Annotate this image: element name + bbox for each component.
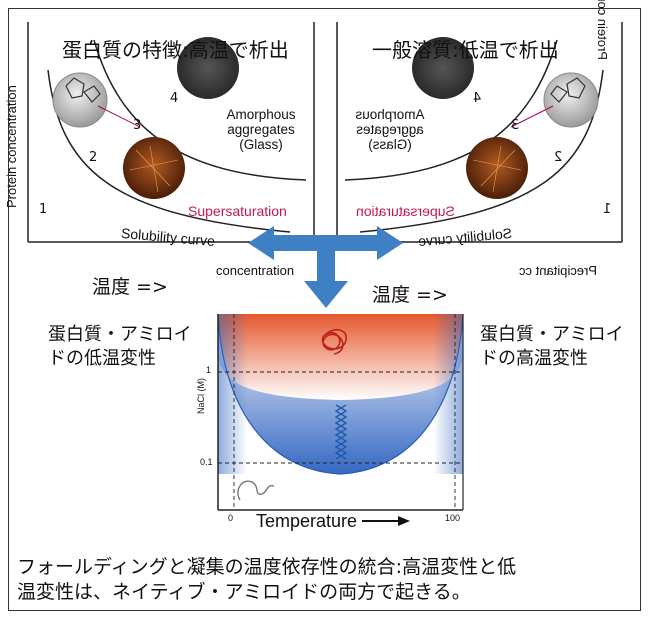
low-temp-denaturation-label: 蛋白質・アミロイ ドの低温変性 [48,324,192,369]
temperature-label-left: 温度 => [92,276,168,298]
right-amorphous-label: Amorphous aggregates (Glass) [355,107,425,152]
unfolded-chain-glyph [237,480,275,501]
temperature-axis-label: Temperature [256,511,358,531]
right-region-1: 1 [603,202,612,217]
left-y-axis-label: Protein concentration [4,85,19,208]
left-supersaturation-label: Supersaturation [188,203,287,219]
x-tick-0: 0 [228,513,234,523]
right-x-axis-label: Precipitant cc [519,263,598,278]
right-y-axis-label: Protein concentration [595,0,610,60]
temperature-arrow [248,226,403,308]
left-panel-title: 蛋白質の特徴:高温で析出 [62,38,289,62]
caption-line-1: フォールディングと凝集の温度依存性の統合:高温変性と低 [17,556,517,578]
right-glass-aggregate-image [412,37,474,99]
left-amorphous-label: Amorphous aggregates (Glass) [226,107,296,152]
y-tick-0.1: 0.1 [200,457,213,467]
caption: フォールディングと凝集の温度依存性の統合:高温変性と低 温変性は、ネイティブ・ア… [17,555,516,605]
temperature-label-right: 温度 => [372,284,448,306]
left-region-1: 1 [39,202,48,217]
right-region-3: 3 [511,118,520,133]
nacl-axis-label: NaCl (M) [196,378,206,414]
caption-line-2: 温変性は、ネイティブ・アミロイドの両方で起きる。 [17,581,471,603]
left-region-2: 2 [89,150,98,165]
y-tick-1: 1 [206,365,212,375]
left-region-3: 3 [133,118,142,133]
high-temp-denaturation-label: 蛋白質・アミロイ ドの高温変性 [480,324,624,369]
right-region-4: 4 [473,91,482,106]
right-supersaturation-label: Supersaturation [356,203,455,219]
right-panel-title: 一般溶質:低温で析出 [372,38,559,62]
native-protein-glyph [321,328,347,355]
amyloid-fibril-glyph [334,404,348,460]
right-region-2: 2 [554,150,563,165]
figure-frame [8,8,641,611]
x-tick-100: 100 [445,513,461,523]
left-x-axis-label: concentration [216,263,295,278]
left-region-4: 4 [170,91,179,106]
left-glass-aggregate-image [177,37,239,99]
phase-diagram [217,313,464,526]
